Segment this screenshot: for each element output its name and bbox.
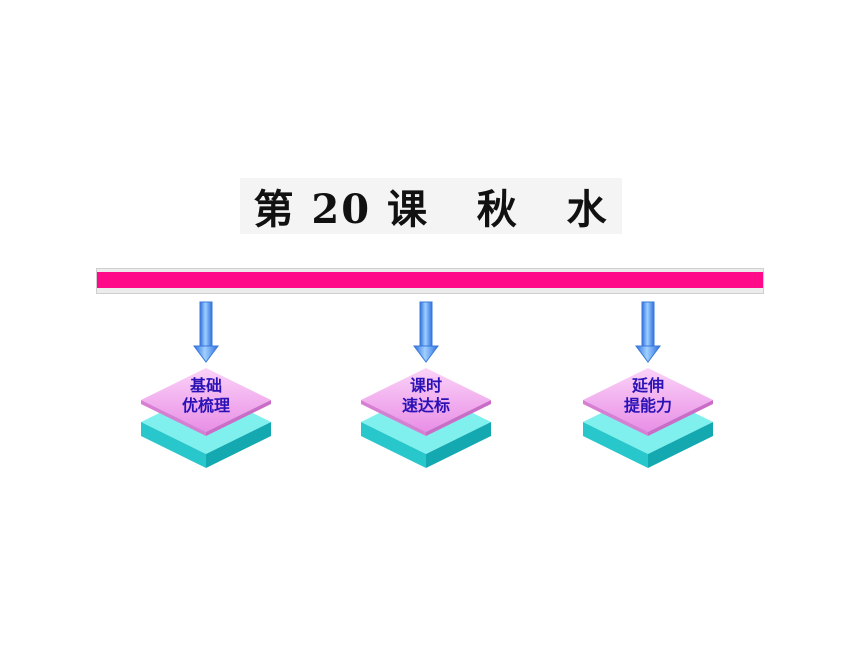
- node-label: 延伸 提能力: [598, 376, 698, 416]
- down-arrow-icon: [193, 301, 219, 363]
- node-label-line1: 延伸: [631, 376, 664, 395]
- node-extension[interactable]: 延伸 提能力: [578, 300, 718, 475]
- node-label-line2: 速达标: [401, 396, 450, 415]
- node-basic-review[interactable]: 基础 优梳理: [136, 300, 276, 475]
- down-arrow-icon: [635, 301, 661, 363]
- stacked-diamond-icon: [583, 301, 713, 468]
- node-label-line2: 提能力: [623, 396, 672, 415]
- node-label: 课时 速达标: [376, 376, 476, 416]
- timeline-bar: [97, 272, 763, 288]
- stacked-diamond-icon: [141, 301, 271, 468]
- node-label: 基础 优梳理: [156, 376, 256, 416]
- stacked-diamond-icon: [361, 301, 491, 468]
- node-class-practice[interactable]: 课时 速达标: [356, 300, 496, 475]
- slide-title-box: 第 20 课 秋 水: [240, 178, 622, 234]
- node-label-line1: 课时: [409, 376, 442, 395]
- node-label-line1: 基础: [189, 376, 222, 395]
- node-label-line2: 优梳理: [181, 396, 230, 415]
- slide-title: 第 20 课 秋 水: [253, 186, 609, 233]
- down-arrow-icon: [413, 301, 439, 363]
